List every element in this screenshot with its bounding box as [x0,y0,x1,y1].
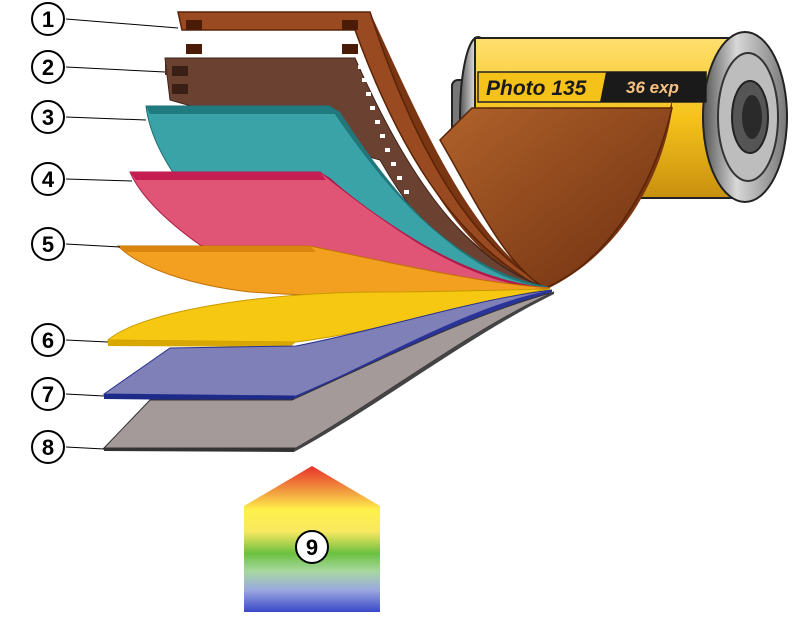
perforation [342,20,358,30]
callout-number: 8 [42,435,54,460]
callout-6: 6 [32,324,108,356]
canister-exposure-text: 36 exp [626,78,679,97]
callout-1: 1 [32,3,178,35]
perforation [186,20,202,30]
callout-number: 1 [42,7,54,32]
callout-8: 8 [32,431,104,463]
callout-5: 5 [32,228,120,260]
callout-7: 7 [32,378,104,410]
perforation [186,44,202,54]
canister-brand-text: Photo 135 [486,77,587,100]
callout-number: 7 [42,382,54,407]
callout-3: 3 [32,101,146,133]
callout-4: 4 [32,163,132,195]
callout-number: 9 [306,535,318,560]
perforation [172,66,188,76]
perforation [342,44,358,54]
callout-number: 3 [42,105,54,130]
perforation [172,84,188,94]
callout-number: 4 [42,167,55,192]
callout-number: 6 [42,328,54,353]
callout-2: 2 [32,51,165,83]
callout-9: 9 [296,531,328,563]
callout-number: 5 [42,232,54,257]
callout-number: 2 [42,55,54,80]
